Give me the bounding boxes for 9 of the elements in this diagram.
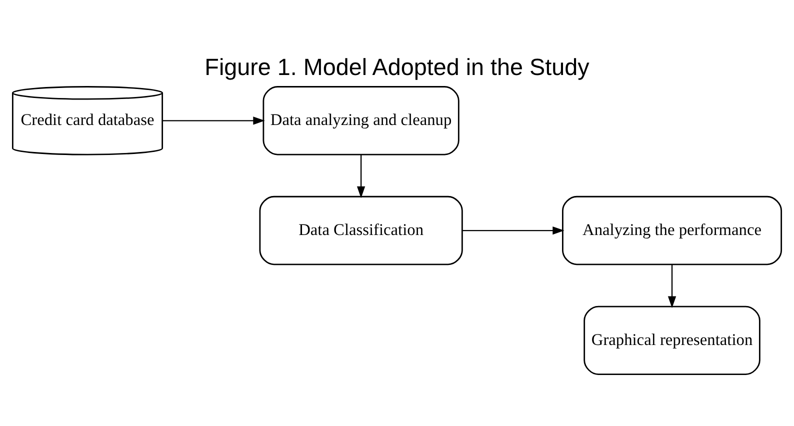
arrow bbox=[668, 264, 676, 308]
arrow bbox=[462, 226, 564, 235]
node-box: Data Classification bbox=[259, 196, 463, 266]
node-box: Data analyzing and cleanup bbox=[262, 86, 460, 156]
arrow bbox=[162, 116, 265, 125]
diagram-title: Figure 1. Model Adopted in the Study bbox=[204, 54, 590, 80]
node-box: Graphical representation bbox=[584, 306, 760, 376]
node-box: Analyzing the performance bbox=[562, 196, 782, 266]
arrow bbox=[356, 154, 366, 198]
